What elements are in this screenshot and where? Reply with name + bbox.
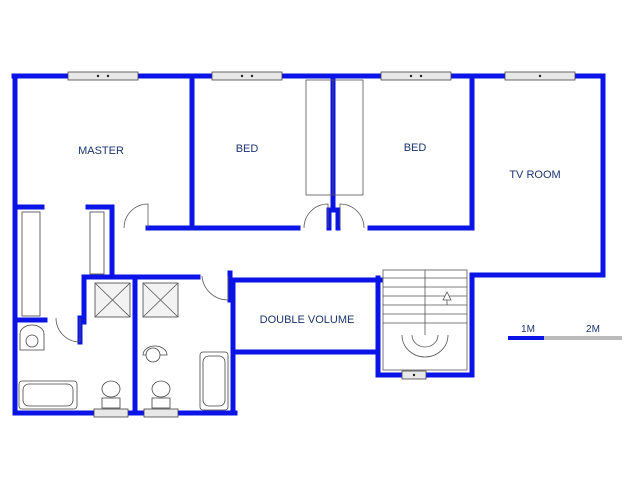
scale-bar: 1M 2M <box>508 324 622 340</box>
room-label-bed-1: BED <box>236 143 259 155</box>
bath-fixtures <box>18 282 229 411</box>
room-label-double-volume: DOUBLE VOLUME <box>260 314 355 326</box>
toilet-1 <box>101 380 121 398</box>
windows <box>67 71 576 418</box>
room-label-master: MASTER <box>78 145 124 157</box>
room-label-bed-2: BED <box>404 142 427 154</box>
scale-label-2m: 2M <box>586 324 600 335</box>
corridor-lines <box>305 79 364 196</box>
toilet-2 <box>151 380 171 398</box>
room-label-tv-room: TV ROOM <box>509 169 560 181</box>
room-labels: MASTER BED BED TV ROOM DOUBLE VOLUME <box>78 142 561 326</box>
cupboards <box>21 211 105 317</box>
doors <box>55 203 365 343</box>
staircase <box>382 269 468 371</box>
scale-label-1m: 1M <box>521 324 535 335</box>
